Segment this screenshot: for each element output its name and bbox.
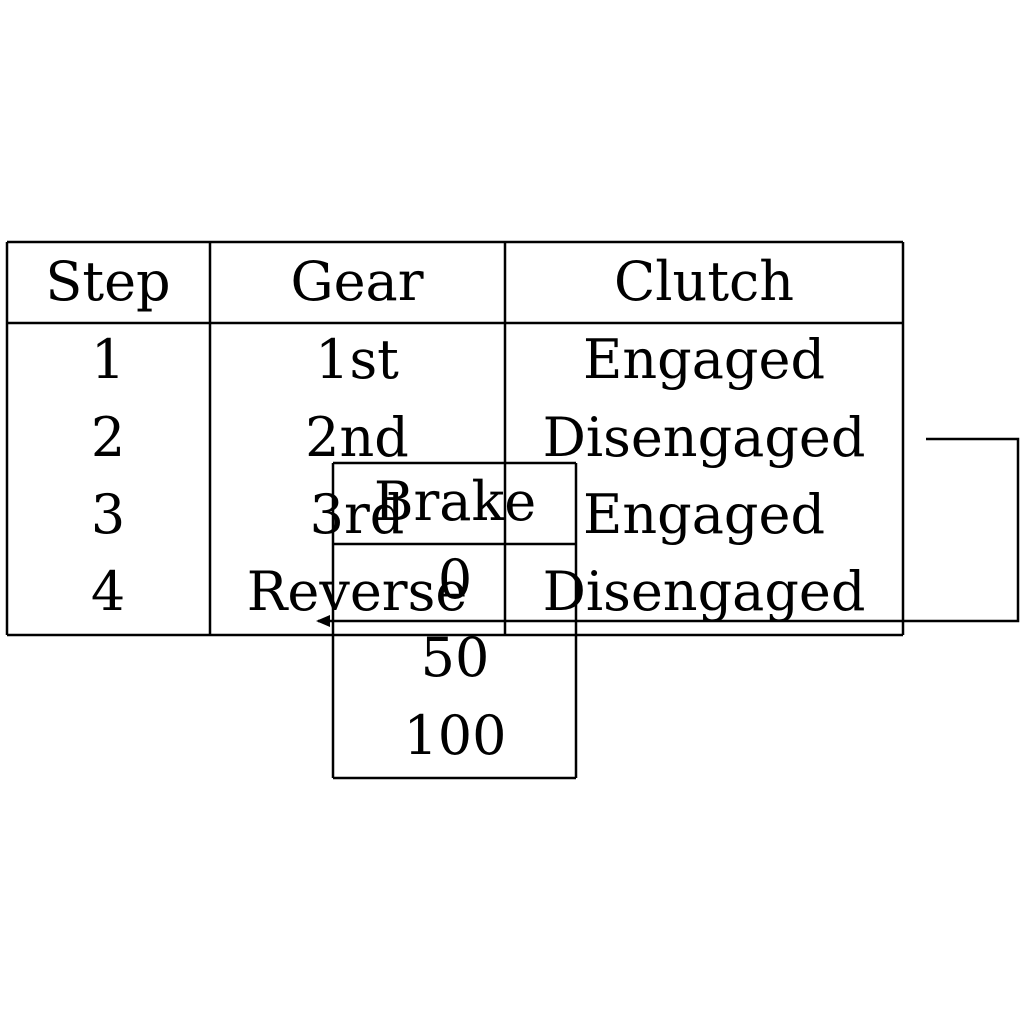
brake-table: Brake 0 50 100 [331, 461, 578, 780]
cell-clutch-2: Disengaged [543, 406, 866, 469]
cell-step-2: 2 [91, 406, 125, 469]
header-clutch: Clutch [614, 250, 794, 313]
header-step: Step [45, 250, 170, 313]
cell-clutch-1: Engaged [583, 328, 825, 391]
cell-gear-2: 2nd [305, 406, 409, 469]
cell-gear-3: 3rd [310, 483, 405, 546]
cell-step-4: 4 [91, 560, 125, 623]
brake-value-2: 50 [421, 626, 490, 689]
cell-gear-1: 1st [315, 328, 399, 391]
header-gear: Gear [290, 250, 423, 313]
cell-step-1: 1 [91, 328, 125, 391]
connector-arrow [316, 437, 1020, 627]
header-brake: Brake [374, 470, 536, 533]
cell-step-3: 3 [91, 483, 125, 546]
brake-value-3: 100 [403, 704, 506, 767]
cell-clutch-4: Disengaged [543, 560, 866, 623]
cell-clutch-3: Engaged [583, 483, 825, 546]
brake-value-1: 0 [438, 548, 472, 611]
main-table: Step Gear Clutch 1 1st Engaged 2 2nd Dis… [5, 240, 905, 637]
cell-gear-4: Reverse [247, 560, 468, 623]
